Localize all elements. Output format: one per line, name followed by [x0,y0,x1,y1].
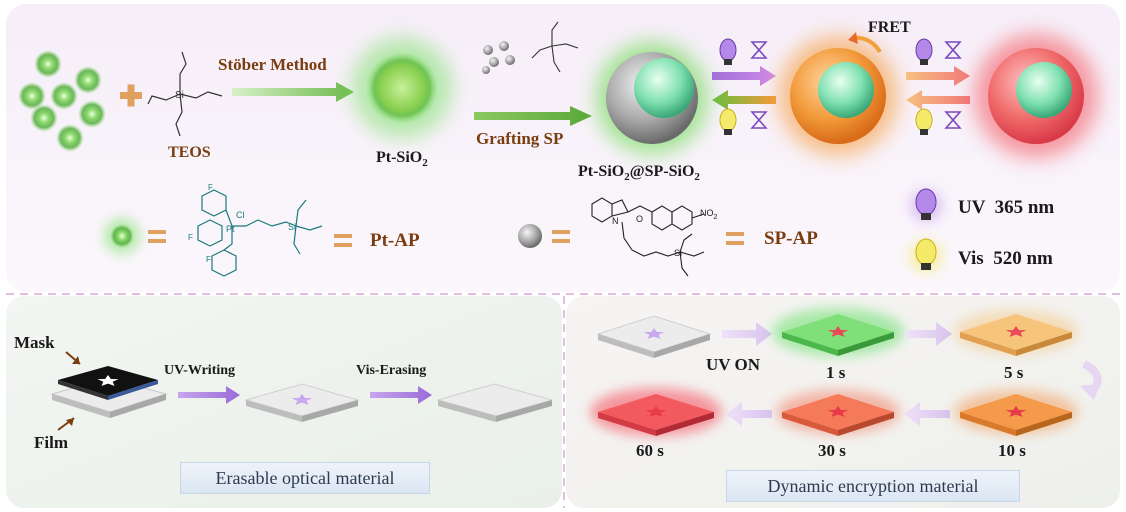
hourglass-icon [944,111,962,129]
teos-si-label: Si [175,90,184,101]
grafting-arrow [474,106,592,126]
equals-icon [552,230,570,243]
si-atom-label-2: Si [674,248,682,258]
f-atom-label-2: F [188,233,193,242]
pt-ap-dot [110,224,134,248]
film-pointer-arrow [66,418,74,426]
vis-bulb-icon [915,108,933,135]
red-core [1016,62,1072,118]
uv-forward-arrow-2 [906,66,970,86]
f-atom-label: F [208,183,213,192]
teos-label: TEOS [168,144,211,161]
uv-on-arrow [722,322,772,346]
dynamic-caption: Dynamic encryption material [726,470,1020,502]
vis-bulb-icon [719,108,737,135]
time-30s-label: 30 s [818,441,846,460]
uv-writing-label: UV-Writing [164,363,235,378]
vis-520-label: Vis 520 nm [958,248,1053,269]
silane-molecule [531,21,579,73]
f-atom-label-3: F [206,255,211,264]
uv-bulb-icon [915,188,937,220]
teos-molecule [147,51,223,137]
sp-ap-molecule [591,197,705,277]
uv-on-label: UV ON [706,355,761,374]
o-atom-label: O [636,214,643,224]
uv-bulb-icon [915,38,933,65]
no2-label: NO2 [700,208,718,221]
vis-erasing-label: Vis-Erasing [356,363,426,378]
mask-label: Mask [14,333,55,352]
fret-label: FRET [868,19,911,36]
pt-ap-molecule [197,189,323,277]
stober-arrow [232,82,354,102]
plus-icon [120,84,142,107]
vis-back-arrow-2 [906,90,970,110]
erased-film [436,383,554,422]
film-label: Film [34,433,68,452]
uv-365-label: UV 365 nm [958,197,1054,218]
vis-erasing-arrow [370,386,432,404]
cl-atom-label: Cl [236,210,245,220]
film-5s [960,314,1072,356]
vis-bulb-icon [915,238,937,270]
erasable-caption: Erasable optical material [180,462,430,494]
film-1s [782,314,894,356]
sp-ap-ball [518,224,542,248]
pt-sio2-sp-sio2-label: Pt-SiO2@SP-SiO2 [578,163,700,183]
written-film [244,383,360,422]
time-10s-label: 10 s [998,441,1026,460]
mask-plate [58,366,158,400]
pt-sio2-label: Pt-SiO2 [376,149,428,169]
sp-gray-spheres [482,41,515,74]
orange-core [818,62,874,118]
uv-writing-arrow [178,386,240,404]
stober-method-label: Stöber Method [218,55,327,74]
film-60s [598,394,714,436]
uv-bulb-icon [719,38,737,65]
n-atom-label: N [612,216,619,226]
pt-sio2-sphere [366,52,438,124]
pt-atom-label: Pt [226,224,235,234]
mask-pointer-arrow [72,356,80,364]
green-core [634,58,694,118]
film-10s [960,394,1072,436]
time-60s-label: 60 s [636,441,664,460]
uv-forward-arrow [712,66,776,86]
hourglass-icon [944,41,962,59]
film-30s [782,394,894,436]
step-arrow-2 [904,402,950,426]
time-1s-label: 1 s [826,363,846,382]
equals-icon [148,230,166,243]
pt-nanodot-cluster [18,50,106,152]
si-atom-label: Si [288,222,296,232]
pt-ap-label: Pt-AP [370,230,420,251]
grafting-sp-label: Grafting SP [476,129,563,148]
vis-back-arrow [712,90,776,110]
step-arrow-1 [906,322,952,346]
hourglass-icon [750,111,768,129]
step-arrow-3 [726,402,772,426]
equals-icon [726,232,744,245]
initial-film [596,315,712,358]
hourglass-icon [750,41,768,59]
time-5s-label: 5 s [1004,363,1024,382]
sp-ap-label: SP-AP [764,228,818,249]
equals-icon [334,234,352,247]
